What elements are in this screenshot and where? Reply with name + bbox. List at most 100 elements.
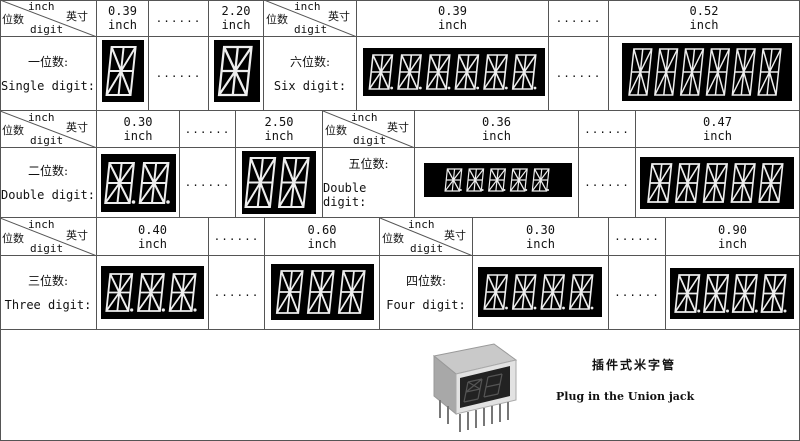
decimal-point xyxy=(783,309,787,313)
segment-digit xyxy=(137,273,165,312)
segment-digit xyxy=(628,48,653,96)
segment-digit xyxy=(277,156,310,209)
segment-digit xyxy=(244,156,277,209)
size-cell: 0.90 inch xyxy=(666,218,800,256)
ellipsis: ...... xyxy=(184,176,231,189)
ellipsis: ...... xyxy=(155,11,202,25)
size-cell: 0.52 inch xyxy=(609,0,800,37)
plug-in-display-photo xyxy=(430,336,520,434)
segment-digit xyxy=(466,168,485,192)
five-digit-display-047 xyxy=(640,157,794,209)
size-value: 0.47 xyxy=(703,115,732,129)
header-diagonal-cell: inch 英寸 位数 digit xyxy=(0,0,97,37)
decimal-point xyxy=(130,308,134,312)
segment-digit xyxy=(105,273,134,312)
segment-digit xyxy=(730,163,756,203)
decimal-point xyxy=(525,188,528,192)
header-weishu: 位数 xyxy=(2,124,24,137)
header-weishu: 位数 xyxy=(382,232,404,245)
header-weishu: 位数 xyxy=(2,13,24,26)
segment-digit xyxy=(531,168,550,192)
decimal-point xyxy=(505,306,508,310)
ellipsis-cell: ...... xyxy=(149,37,209,111)
size-value: 0.30 xyxy=(123,115,153,129)
decimal-point xyxy=(447,86,451,90)
product-title-en: Plug in the Union jack xyxy=(556,390,695,403)
segment-digit xyxy=(647,163,673,203)
size-unit: inch xyxy=(123,129,153,143)
size-cell: 0.40 inch xyxy=(97,218,209,256)
size-unit: inch xyxy=(689,18,719,32)
ellipsis: ...... xyxy=(155,67,202,80)
size-unit: inch xyxy=(138,236,167,251)
ellipsis: ...... xyxy=(555,67,602,80)
double-digit-display-250 xyxy=(242,151,316,214)
ellipsis: ...... xyxy=(614,286,660,299)
size-cell: 0.47 inch xyxy=(636,111,800,148)
size-value: 0.90 xyxy=(718,222,747,237)
segment-digit xyxy=(511,274,537,310)
size-value: 0.40 xyxy=(138,222,167,237)
size-value: 0.39 xyxy=(108,4,137,18)
header-yingcun: 英寸 xyxy=(66,229,88,242)
digit-label-cell: 四位数: Four digit: xyxy=(380,256,473,330)
segment-digit xyxy=(275,270,304,314)
segment-digit xyxy=(454,54,480,90)
segment-digit xyxy=(488,168,507,192)
size-unit: inch xyxy=(108,18,137,32)
header-digit: digit xyxy=(353,134,387,147)
decimal-point xyxy=(476,86,480,90)
size-unit: inch xyxy=(718,236,747,251)
decimal-point xyxy=(590,306,594,310)
size-cell: 2.50 inch xyxy=(236,111,323,148)
header-inch: inch xyxy=(294,0,321,13)
header-inch: inch xyxy=(28,111,55,124)
digit-label-cell: 五位数: Double digit: xyxy=(323,148,415,218)
segment-digit xyxy=(568,274,594,310)
header-inch: inch xyxy=(408,218,435,231)
three-digit-display-060 xyxy=(271,264,374,320)
segment-digit xyxy=(368,54,394,90)
size-unit: inch xyxy=(482,129,511,143)
digit-label-cell: 二位数: Double digit: xyxy=(0,148,97,218)
size-cell: 0.36 inch xyxy=(415,111,579,148)
size-cell: 0.39 inch xyxy=(357,0,549,37)
header-digit: digit xyxy=(294,23,328,36)
segment-digit xyxy=(757,48,782,96)
ellipsis-cell: ...... xyxy=(609,256,666,330)
size-unit: inch xyxy=(703,129,732,143)
decimal-point xyxy=(131,200,136,204)
decimal-point xyxy=(504,86,508,90)
ellipsis: ...... xyxy=(184,122,231,136)
segment-digit xyxy=(758,163,784,203)
header-weishu: 位数 xyxy=(2,232,24,245)
segment-digit xyxy=(679,48,705,96)
ellipsis: ...... xyxy=(213,286,260,299)
header-yingcun: 英寸 xyxy=(444,229,466,242)
size-cell: 0.30 inch xyxy=(473,218,609,256)
decimal-point xyxy=(481,188,484,192)
header-digit: digit xyxy=(30,242,64,255)
segment-digit xyxy=(703,274,730,313)
ellipsis-cell: ...... xyxy=(549,37,609,111)
label-cn: 二位数: xyxy=(27,163,69,178)
segment-digit xyxy=(306,270,335,314)
segment-digit xyxy=(444,168,463,192)
label-cn: 三位数: xyxy=(27,273,69,288)
segment-digit xyxy=(540,274,566,310)
header-digit: digit xyxy=(30,134,64,147)
size-unit: inch xyxy=(221,18,251,32)
decimal-point xyxy=(546,188,550,192)
decimal-point xyxy=(459,188,462,192)
header-inch: inch xyxy=(28,0,55,13)
header-inch: inch xyxy=(28,218,55,231)
header-weishu: 位数 xyxy=(266,13,288,26)
size-value: 0.52 xyxy=(689,4,719,18)
label-en: Double digit: xyxy=(323,180,367,209)
digit-label-cell: 三位数: Three digit: xyxy=(0,256,97,330)
ellipsis-cell: ...... xyxy=(209,218,265,256)
digit-label-cell: 一位数: Single digit: xyxy=(0,37,97,111)
header-diagonal-cell: inch 英寸 位数 digit xyxy=(0,111,97,148)
size-cell: 2.20 inch xyxy=(209,0,264,37)
header-diagonal-cell: inch 英寸 位数 digit xyxy=(380,218,473,256)
